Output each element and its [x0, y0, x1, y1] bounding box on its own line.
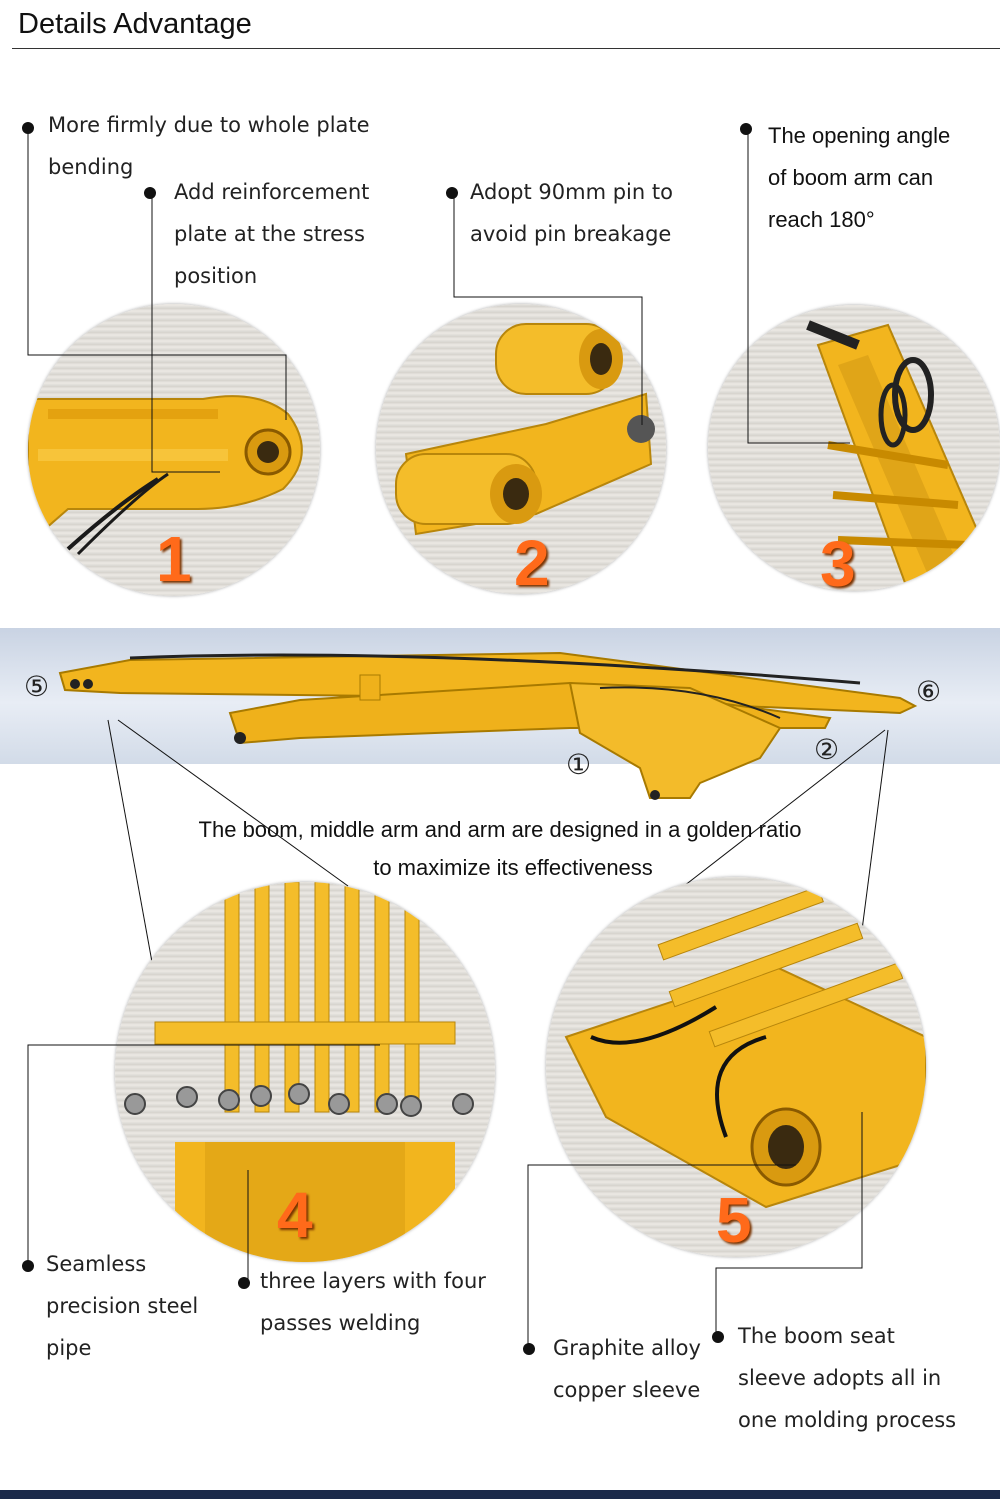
callout-line: sleeve adopts all in	[738, 1366, 942, 1390]
callout-line: of boom arm can	[768, 165, 934, 190]
callout-line: passes welding	[260, 1311, 421, 1335]
callout-line: avoid pin breakage	[470, 222, 672, 246]
callout-line: three layers with four	[260, 1269, 486, 1293]
page-title: Details Advantage	[18, 8, 252, 40]
callout-molding: The boom seat sleeve adopts all in one m…	[738, 1315, 988, 1441]
callout-line: The opening angle	[768, 123, 951, 148]
callout-line: pipe	[46, 1336, 92, 1360]
bullet-dot	[144, 187, 156, 199]
boom-end-illustration	[28, 395, 303, 596]
long-reach-arm-illustration	[58, 651, 918, 800]
callout-line: The boom seat	[738, 1324, 895, 1348]
detail-photo-1: 1	[28, 304, 320, 596]
callout-line: Seamless	[46, 1252, 147, 1276]
pin-link-illustration	[395, 323, 655, 536]
bullet-dot	[740, 123, 752, 135]
callout-line: reach 180°	[768, 207, 875, 232]
golden-ratio-line-2: to maximize its effectiveness	[373, 855, 653, 880]
callout-line: Adopt 90mm pin to	[470, 180, 673, 204]
callout-reinforcement: Add reinforcement plate at the stress po…	[174, 171, 414, 297]
detail-photo-4: 4	[115, 882, 495, 1262]
callout-seamless-pipe: Seamless precision steel pipe	[46, 1243, 236, 1369]
title-divider	[12, 48, 1000, 49]
marker-2: ②	[814, 733, 840, 766]
callout-line: Add reinforcement	[174, 180, 370, 204]
callout-welding: three layers with four passes welding	[260, 1260, 520, 1344]
detail-number-3: 3	[820, 528, 856, 591]
callout-leader-lines-top	[27, 128, 850, 473]
folded-arm-illustration	[806, 320, 990, 591]
callout-line: position	[174, 264, 258, 288]
detail-photo-5: 5	[546, 877, 926, 1257]
callout-line: precision steel	[46, 1294, 199, 1318]
detail-number-5: 5	[716, 1184, 752, 1256]
callout-opening-angle: The opening angle of boom arm can reach …	[768, 115, 988, 241]
callout-line: More firmly due to whole plate	[48, 113, 370, 137]
footer-bar	[0, 1490, 1000, 1499]
detail-number-2: 2	[514, 527, 550, 594]
marker-6: ⑥	[916, 675, 942, 708]
bullet-dot	[238, 1277, 250, 1289]
marker-1: ①	[566, 748, 592, 781]
pipe-bundle-illustration	[124, 882, 474, 1262]
detail-number-4: 4	[277, 1179, 313, 1251]
callout-whole-plate: More firmly due to whole plate bending	[48, 104, 408, 188]
callout-line: copper sleeve	[553, 1378, 701, 1402]
callout-copper-sleeve: Graphite alloy copper sleeve	[553, 1327, 723, 1411]
callout-line: Graphite alloy	[553, 1336, 701, 1360]
callout-line: plate at the stress	[174, 222, 365, 246]
golden-ratio-line-1: The boom, middle arm and arm are designe…	[198, 817, 802, 842]
callout-pin: Adopt 90mm pin to avoid pin breakage	[470, 171, 710, 255]
boom-seat-illustration	[564, 886, 926, 1209]
detail-photo-3: 3	[708, 305, 1000, 591]
callout-line: bending	[48, 155, 134, 179]
bullet-dot	[22, 1260, 34, 1272]
detail-photo-2: 2	[376, 304, 666, 594]
bullet-dot	[446, 187, 458, 199]
bullet-dot	[523, 1343, 535, 1355]
detail-number-1: 1	[156, 523, 192, 595]
marker-5: ⑤	[24, 670, 50, 703]
bullet-dot	[712, 1331, 724, 1343]
callout-line: one molding process	[738, 1408, 957, 1432]
